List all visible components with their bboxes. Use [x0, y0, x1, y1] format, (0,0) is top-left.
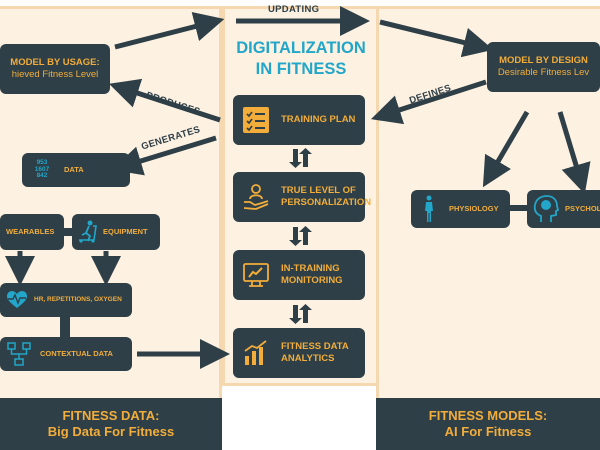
- data-box: 953 1607 842 DATA: [22, 153, 130, 187]
- human-body-icon: [421, 195, 437, 223]
- data-digits-icon: 953 1607 842: [30, 156, 54, 184]
- step-monitoring-text: IN-TRAINING MONITORING: [281, 263, 343, 287]
- model-by-usage-subtitle: hieved Fitness Level: [11, 69, 99, 80]
- head-brain-icon: [533, 195, 559, 223]
- data-digit-3: 842: [36, 172, 48, 180]
- data-label: DATA: [64, 165, 84, 175]
- physiology-box: PHYSIOLOGY: [411, 190, 510, 228]
- model-by-design-title: MODEL BY DESIGN: [499, 55, 588, 67]
- right-footer-subtitle: AI For Fitness: [444, 424, 532, 439]
- psychology-label: PSYCHOL: [565, 204, 600, 214]
- physiology-label: PHYSIOLOGY: [449, 204, 499, 214]
- data-digit-2: 1607: [34, 165, 50, 173]
- diagram-title-line1: DIGITALIZATION: [236, 39, 366, 57]
- left-footer-title: FITNESS DATA:: [62, 407, 160, 423]
- step-training-plan: TRAINING PLAN: [233, 95, 365, 145]
- step-analytics-line2: ANALYTICS: [281, 353, 335, 364]
- model-by-design-box: MODEL BY DESIGN Desirable Fitness Lev: [487, 42, 600, 92]
- hr-label: HR, REPETITIONS, OXYGEN: [34, 295, 122, 303]
- contextual-data-box: CONTEXTUAL DATA: [0, 337, 132, 371]
- wearables-label: WEARABLES: [6, 227, 55, 237]
- step-personalization-line1: TRUE LEVEL OF: [281, 185, 356, 197]
- diagram-title-line2: IN FITNESS: [255, 59, 347, 78]
- network-icon: [6, 341, 32, 367]
- left-footer-subtitle: Big Data For Fitness: [47, 424, 175, 439]
- checklist-icon: [241, 105, 271, 135]
- wearables-box: WEARABLES: [0, 214, 64, 250]
- monitor-chart-icon: [241, 260, 271, 290]
- diagram-title: DIGITALIZATION IN FITNESS: [222, 38, 380, 79]
- model-by-design-subtitle: Desirable Fitness Lev: [497, 67, 590, 78]
- bar-chart-icon: [241, 338, 271, 368]
- label-updating: UPDATING: [268, 4, 320, 15]
- equipment-box: EQUIPMENT: [72, 214, 160, 250]
- equipment-label: EQUIPMENT: [103, 227, 148, 237]
- step-monitoring: IN-TRAINING MONITORING: [233, 250, 365, 300]
- psychology-box: PSYCHOL: [527, 190, 600, 228]
- heart-rate-icon: [6, 290, 28, 310]
- hr-box: HR, REPETITIONS, OXYGEN: [0, 283, 132, 317]
- step-personalization: TRUE LEVEL OF PERSONALIZATION: [233, 172, 371, 222]
- model-by-usage-title: MODEL BY USAGE:: [10, 57, 100, 69]
- step-monitoring-line2: MONITORING: [281, 275, 343, 286]
- step-analytics-text: FITNESS DATA ANALYTICS: [281, 341, 349, 365]
- step-monitoring-line1: IN-TRAINING: [281, 263, 340, 275]
- step-training-plan-text: TRAINING PLAN: [281, 114, 355, 126]
- right-footer: FITNESS MODELS: AI For Fitness: [376, 398, 600, 450]
- step-analytics-line1: FITNESS DATA: [281, 341, 349, 353]
- contextual-data-label: CONTEXTUAL DATA: [40, 349, 113, 359]
- step-personalization-line2: PERSONALIZATION: [281, 197, 372, 208]
- step-training-plan-line1: TRAINING PLAN: [281, 114, 356, 126]
- person-hand-icon: [241, 182, 271, 212]
- step-personalization-text: TRUE LEVEL OF PERSONALIZATION: [281, 185, 371, 209]
- data-digit-1: 953: [36, 158, 48, 166]
- model-by-usage-box: MODEL BY USAGE: hieved Fitness Level: [0, 44, 110, 94]
- left-footer: FITNESS DATA: Big Data For Fitness: [0, 398, 222, 450]
- right-footer-title: FITNESS MODELS:: [428, 407, 548, 423]
- treadmill-icon: [76, 219, 100, 245]
- step-analytics: FITNESS DATA ANALYTICS: [233, 328, 365, 378]
